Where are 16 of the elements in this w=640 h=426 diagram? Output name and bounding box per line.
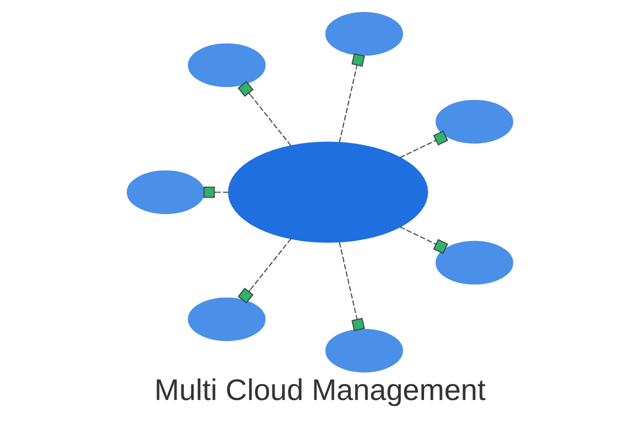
connector [400,226,448,254]
connector [338,242,365,332]
connector [238,238,292,304]
connector [400,130,448,158]
diagram-title: Multi Cloud Management [154,374,486,408]
node-cloud [228,142,428,243]
node-cloud [436,240,514,285]
node-cloud [188,43,266,88]
node-cloud [188,297,266,342]
connector [238,80,292,146]
node-cloud [436,100,514,144]
node-cloud [126,170,204,214]
node-cloud [325,328,404,372]
connector [204,186,228,198]
connector [338,53,365,142]
node-cloud [325,12,404,56]
